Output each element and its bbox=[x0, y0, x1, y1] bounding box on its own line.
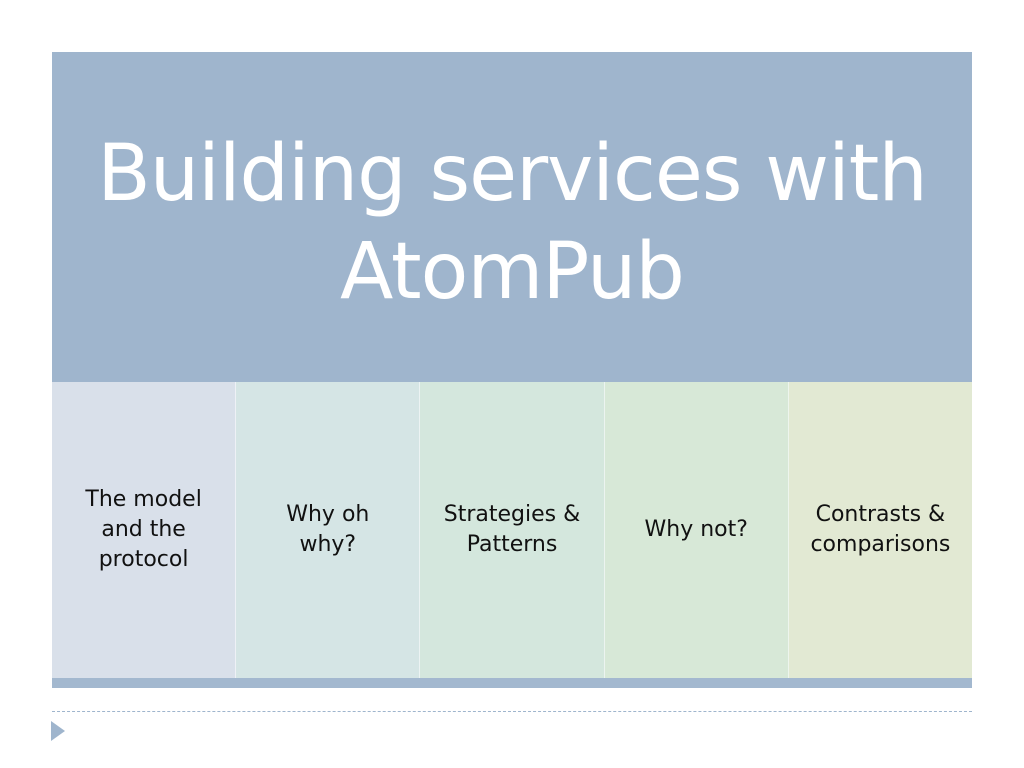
section-label: Why not? bbox=[644, 517, 748, 542]
section-why-oh-why[interactable]: Why oh why? bbox=[236, 382, 421, 678]
section-label: Why oh why? bbox=[286, 502, 370, 557]
triangle-right-icon[interactable] bbox=[51, 721, 65, 741]
section-contrasts-comparisons[interactable]: Contrasts & comparisons bbox=[788, 382, 973, 678]
section-why-not[interactable]: Why not? bbox=[604, 382, 789, 678]
footer-divider bbox=[52, 711, 972, 712]
section-strategies-patterns[interactable]: Strategies & Patterns bbox=[420, 382, 605, 678]
section-label: Strategies & Patterns bbox=[443, 502, 581, 557]
section-label: Contrasts & comparisons bbox=[810, 502, 951, 557]
slide-title-line-2: AtomPub bbox=[340, 227, 685, 317]
section-label: The model and the protocol bbox=[85, 487, 202, 572]
section-model-protocol[interactable]: The model and the protocol bbox=[52, 382, 237, 678]
section-row: The model and the protocol Why oh why? S… bbox=[52, 382, 973, 678]
slide-title-line-1: Building services with bbox=[97, 129, 928, 219]
slide-bottom-bar bbox=[52, 678, 972, 688]
